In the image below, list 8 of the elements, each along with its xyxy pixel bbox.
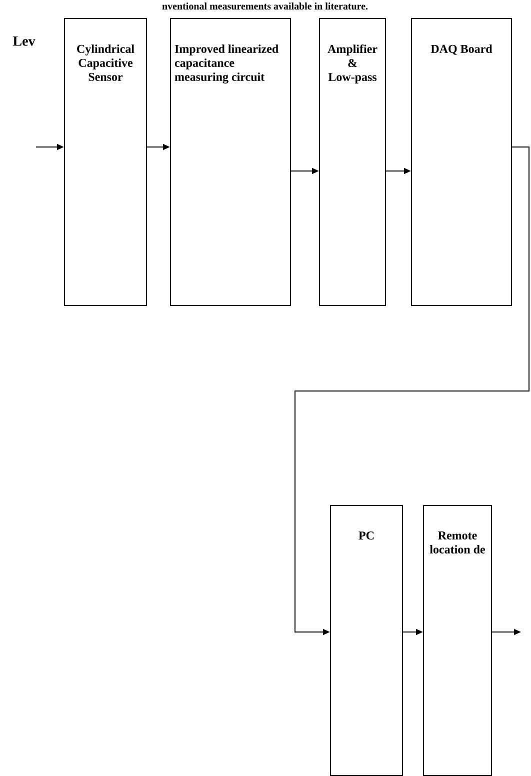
process-box: Improved linearized capacitance measuring circuit	[170, 18, 291, 306]
process-box: PC	[330, 505, 403, 776]
text-label: Lev	[12, 36, 36, 46]
process-box: Remote location de	[423, 505, 492, 776]
process-box: Cylindrical Capacitive Sensor	[64, 18, 147, 306]
text-label: nventional measurements available in literature.	[162, 2, 368, 10]
process-box: Amplifier & Low-pass	[319, 18, 386, 306]
process-box: DAQ Board	[411, 18, 512, 306]
